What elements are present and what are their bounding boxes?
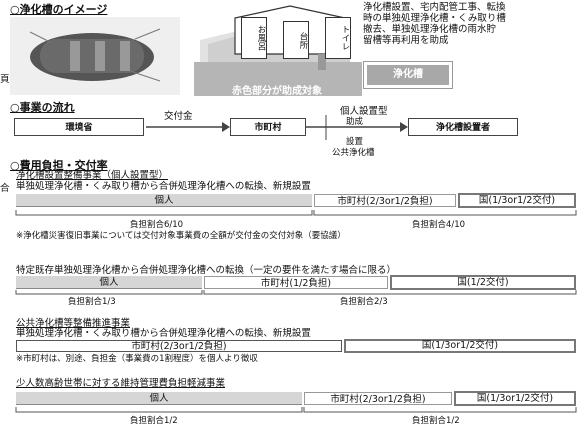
- tank-label: 浄化槽: [363, 61, 453, 89]
- proj1-bar-national: 国(1/3or1/2交付): [458, 193, 576, 208]
- install-label: 設置: [346, 137, 364, 147]
- room-toilet: トイレ: [325, 17, 351, 59]
- left-fragment-a: 頁: [0, 74, 10, 85]
- proj3-note: ※市町村は、別途、負担金（事業費の1割程度）を個人より徴収: [16, 354, 258, 364]
- proj3-title: 公共浄化槽等整備推進事業: [16, 318, 131, 329]
- section-title-image: ○浄化槽のイメージ: [10, 3, 108, 16]
- subsidy-note: 赤色部分が助成対象: [232, 86, 322, 97]
- section-title-cost: ○費用負担・交付率: [10, 159, 108, 172]
- proj4-ratio-left: 負担割合1/2: [130, 416, 178, 426]
- proj3-desc: 単独処理浄化槽・くみ取り槽から合併処理浄化槽への転換、新規設置: [16, 328, 311, 339]
- flow-arrows: [146, 115, 408, 140]
- section-title-flow: ○事業の流れ: [10, 101, 75, 114]
- proj2-bar-individual: 個人: [16, 276, 202, 289]
- proj4-title: 少人数高齢世帯に対する維持管理費負担軽減事業: [16, 378, 226, 389]
- subsidy-description: 浄化槽設置、宅内配管工事、転換 時の単独処理浄化槽・くみ取り槽 撤去、単独処理浄…: [363, 2, 506, 46]
- proj2-ratio-left: 負担割合1/3: [68, 297, 116, 307]
- proj3-bar-national: 国(1/3or1/2交付): [344, 339, 576, 353]
- proj4-ratio-right: 負担割合1/2: [412, 416, 460, 426]
- type-individual: 個人設置型: [340, 106, 388, 117]
- proj4-bar-individual: 個人: [16, 392, 302, 405]
- proj2-desc: 特定既存単独処理浄化槽から合併処理浄化槽への転換（一定の要件を満たす場合に限る）: [16, 265, 397, 276]
- room-kitchen: 台所: [283, 21, 309, 59]
- aid-label: 助成: [346, 117, 364, 127]
- proj1-note: ※浄化槽災害復旧事業については交付対象事業費の全額が交付金の交付対象（要協議）: [16, 231, 346, 241]
- tank-cutaway-illustration: [10, 17, 180, 95]
- flow-node-municipality: 市町村: [230, 118, 306, 136]
- flow-node-moe: 環境省: [14, 118, 144, 136]
- grant-label: 交付金: [164, 111, 193, 122]
- left-fragment-b: 合: [0, 183, 10, 194]
- proj2-ratio-right: 負担割合2/3: [340, 297, 388, 307]
- proj1-desc: 単独処理浄化槽・くみ取り槽から合併処理浄化槽への転換、新規設置: [16, 181, 311, 192]
- room-bath: お風呂: [241, 17, 267, 59]
- proj3-bar-municipality: 市町村(2/3or1/2負担): [16, 340, 342, 352]
- proj4-bar-national: 国(1/3or1/2交付): [454, 391, 576, 406]
- proj1-bar-municipality: 市町村(2/3or1/2負担): [314, 194, 456, 207]
- proj4-bar-municipality: 市町村(2/3or1/2負担): [304, 392, 452, 405]
- proj2-bar-national: 国(1/2交付): [390, 275, 576, 290]
- proj1-ratio-left: 負担割合6/10: [130, 220, 184, 230]
- proj2-bar-municipality: 市町村(1/2負担): [204, 276, 388, 289]
- proj1-ratio-right: 負担割合4/10: [412, 220, 466, 230]
- proj1-bar-individual: 個人: [16, 194, 312, 207]
- flow-node-installer: 浄化槽設置者: [408, 118, 518, 136]
- proj1-title: 浄化槽設置整備事業（個人設置型）: [16, 170, 169, 181]
- type-public: 公共浄化槽: [332, 148, 375, 158]
- house-rooms: お風呂 台所 トイレ: [235, 17, 353, 63]
